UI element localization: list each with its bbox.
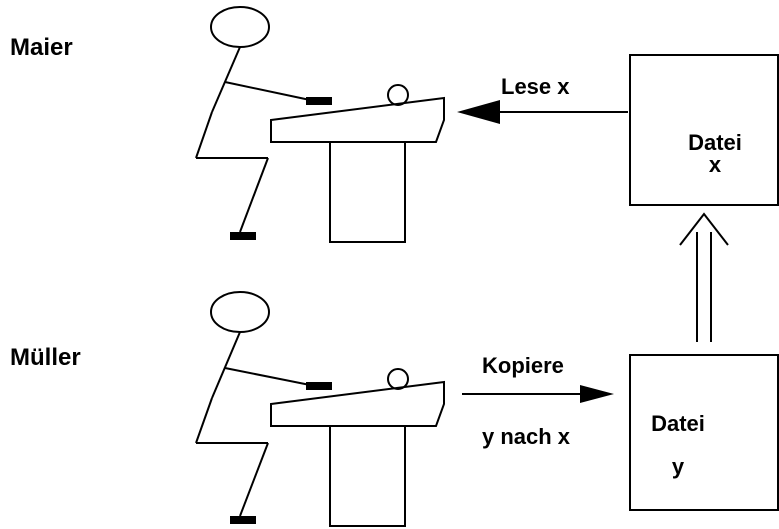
person-label-maier: Maier xyxy=(10,34,73,61)
file-title: Datei xyxy=(688,130,742,155)
keyboard-desk xyxy=(270,380,445,427)
double-arrow xyxy=(679,212,729,342)
arm xyxy=(224,81,311,101)
torso xyxy=(211,46,241,113)
terminal-mueller xyxy=(270,368,445,527)
read-label: Lese x xyxy=(501,74,570,99)
person-label-mueller: Müller xyxy=(10,344,81,371)
head xyxy=(210,291,270,333)
file-title: Datei xyxy=(651,411,705,436)
hand xyxy=(306,97,332,105)
desk-stand xyxy=(329,425,406,527)
file-y: Datei y xyxy=(629,354,779,511)
foot xyxy=(230,516,256,524)
file-name: x xyxy=(709,152,722,177)
arrow-head xyxy=(457,100,500,124)
arrow-head xyxy=(679,212,729,246)
hand xyxy=(306,382,332,390)
arm xyxy=(224,367,311,386)
head xyxy=(210,6,270,48)
foot xyxy=(230,232,256,240)
file-box xyxy=(629,54,779,206)
copy-label-top: Kopiere xyxy=(482,353,564,378)
file-name: y xyxy=(672,454,685,479)
person-mueller: Müller xyxy=(10,291,332,524)
terminal-maier xyxy=(270,84,445,243)
read-arrow: Lese x xyxy=(457,74,628,124)
copy-label-bottom: y nach x xyxy=(482,424,571,449)
arrow-head xyxy=(580,385,614,403)
person-maier: Maier xyxy=(10,6,332,240)
knob xyxy=(387,368,409,390)
thigh xyxy=(195,111,213,159)
knob xyxy=(387,84,409,106)
torso xyxy=(211,331,241,399)
thigh xyxy=(195,397,213,444)
desk-stand xyxy=(329,141,406,243)
file-x: Datei x xyxy=(629,54,779,206)
keyboard-desk xyxy=(270,96,445,143)
file-box xyxy=(629,354,779,511)
copy-arrow: Kopiere y nach x xyxy=(462,353,614,449)
shin xyxy=(239,157,269,233)
shin xyxy=(239,442,269,517)
